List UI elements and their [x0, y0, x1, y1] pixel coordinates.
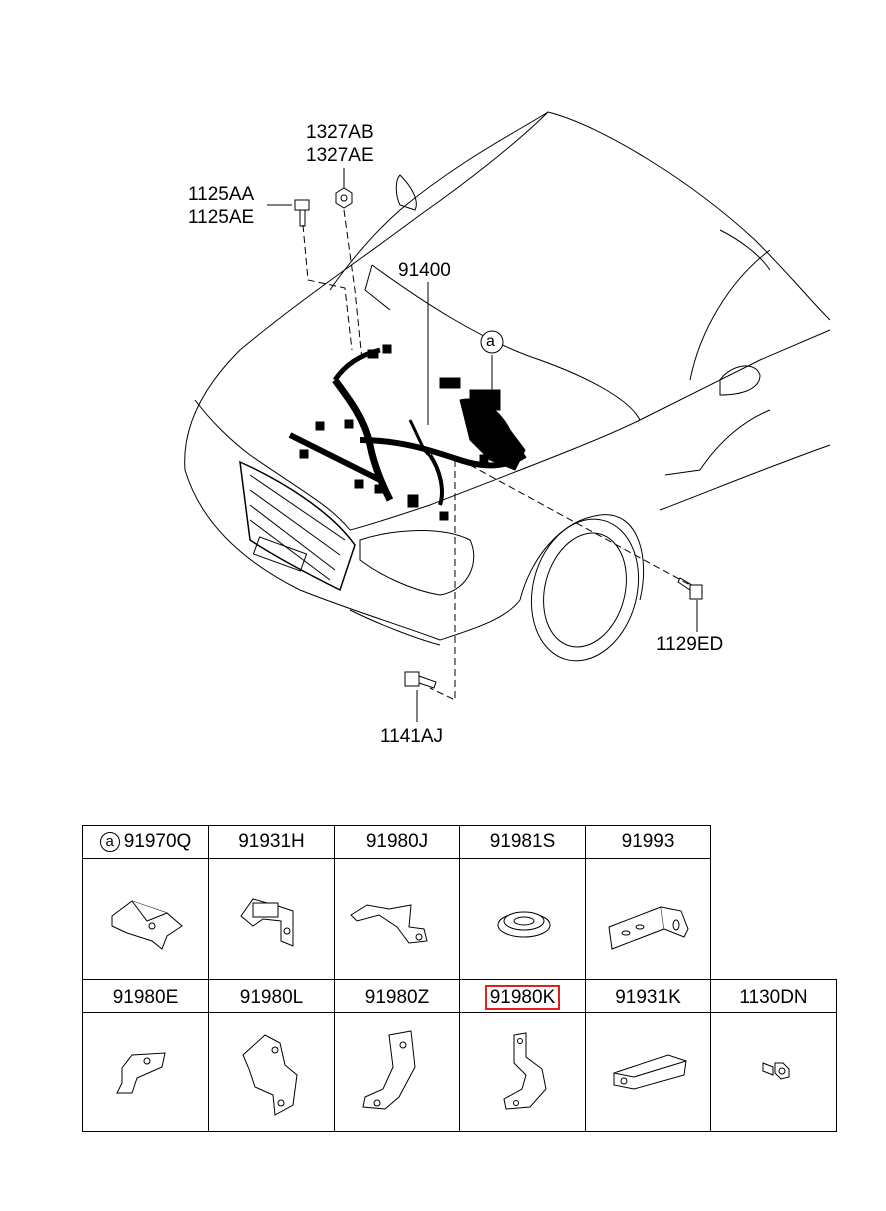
grommet-icon [497, 911, 551, 938]
part-code: 91980Z [364, 987, 430, 1008]
part-cell-91980l[interactable]: 91980L [208, 979, 335, 1013]
part-cell-91993[interactable]: 91993 [585, 825, 711, 859]
part-image-cell[interactable] [459, 858, 586, 980]
stepped-bracket-icon [242, 1034, 298, 1116]
marker-a-circle [480, 330, 504, 354]
z-bracket-icon [350, 904, 428, 944]
engine-harness [288, 344, 527, 521]
part-code: 91931K [615, 987, 681, 1008]
marker-a-label: a [99, 832, 120, 852]
part-cell-1130dn[interactable]: 1130DN [710, 979, 837, 1013]
callout-1327ab: 1327AB [306, 122, 374, 143]
part-cell-91980j[interactable]: 91980J [334, 825, 460, 859]
part-image-cell[interactable] [710, 1012, 837, 1132]
callout-1141aj: 1141AJ [380, 726, 444, 747]
callout-1327ae: 1327AE [306, 145, 374, 166]
callout-1125aa: 1125AA [188, 184, 255, 205]
part-cell-91980z[interactable]: 91980Z [334, 979, 460, 1013]
part-code: 91981S [489, 831, 556, 852]
bolt-1129 [677, 577, 703, 600]
s-bracket-icon [503, 1032, 547, 1110]
part-image-cell[interactable] [334, 1012, 460, 1132]
part-cell-91931h[interactable]: 91931H [208, 825, 335, 859]
small-bracket-icon [116, 1052, 166, 1094]
callout-91400: 91400 [398, 260, 451, 281]
bolt-icon [762, 1062, 790, 1080]
dashed-guides [302, 209, 691, 701]
bent-bracket-icon [111, 900, 183, 950]
l-bracket-icon [362, 1030, 416, 1110]
part-cell-91980k[interactable]: 91980K [459, 979, 586, 1013]
callout-1129ed: 1129ED [656, 634, 724, 655]
bolt-1125 [294, 199, 310, 227]
part-code: 91980E [112, 987, 179, 1008]
channel-bracket-icon [613, 1054, 687, 1090]
car-body-outline [184, 111, 831, 662]
part-code: 91993 [621, 831, 675, 852]
part-image-cell[interactable] [585, 858, 711, 980]
callout-1125ae: 1125AE [188, 207, 255, 228]
engine-wiring-diagram [184, 111, 831, 722]
part-image-cell[interactable] [585, 1012, 711, 1132]
part-code: 1130DN [739, 987, 808, 1008]
part-cell-91980e[interactable]: 91980E [82, 979, 209, 1013]
part-cell-91981s[interactable]: 91981S [459, 825, 586, 859]
part-code: 91970Q [123, 831, 192, 852]
callout-a: a [486, 333, 495, 350]
part-code: 91931H [238, 831, 305, 852]
part-code: 91980L [239, 987, 304, 1008]
part-image-cell[interactable] [459, 1012, 586, 1132]
bolt-1141 [404, 671, 437, 689]
part-code: 91980J [365, 831, 429, 852]
angle-bracket-icon [608, 906, 689, 950]
part-image-cell[interactable] [208, 1012, 335, 1132]
part-image-cell[interactable] [82, 1012, 209, 1132]
clip-bracket-icon [240, 898, 294, 947]
part-cell-91931k[interactable]: 91931K [585, 979, 711, 1013]
nut-1327 [335, 187, 353, 209]
part-code-highlighted: 91980K [484, 985, 561, 1010]
leader-lines [267, 168, 698, 722]
part-image-cell[interactable] [334, 858, 460, 980]
part-image-cell[interactable] [82, 858, 209, 980]
part-image-cell[interactable] [208, 858, 335, 980]
